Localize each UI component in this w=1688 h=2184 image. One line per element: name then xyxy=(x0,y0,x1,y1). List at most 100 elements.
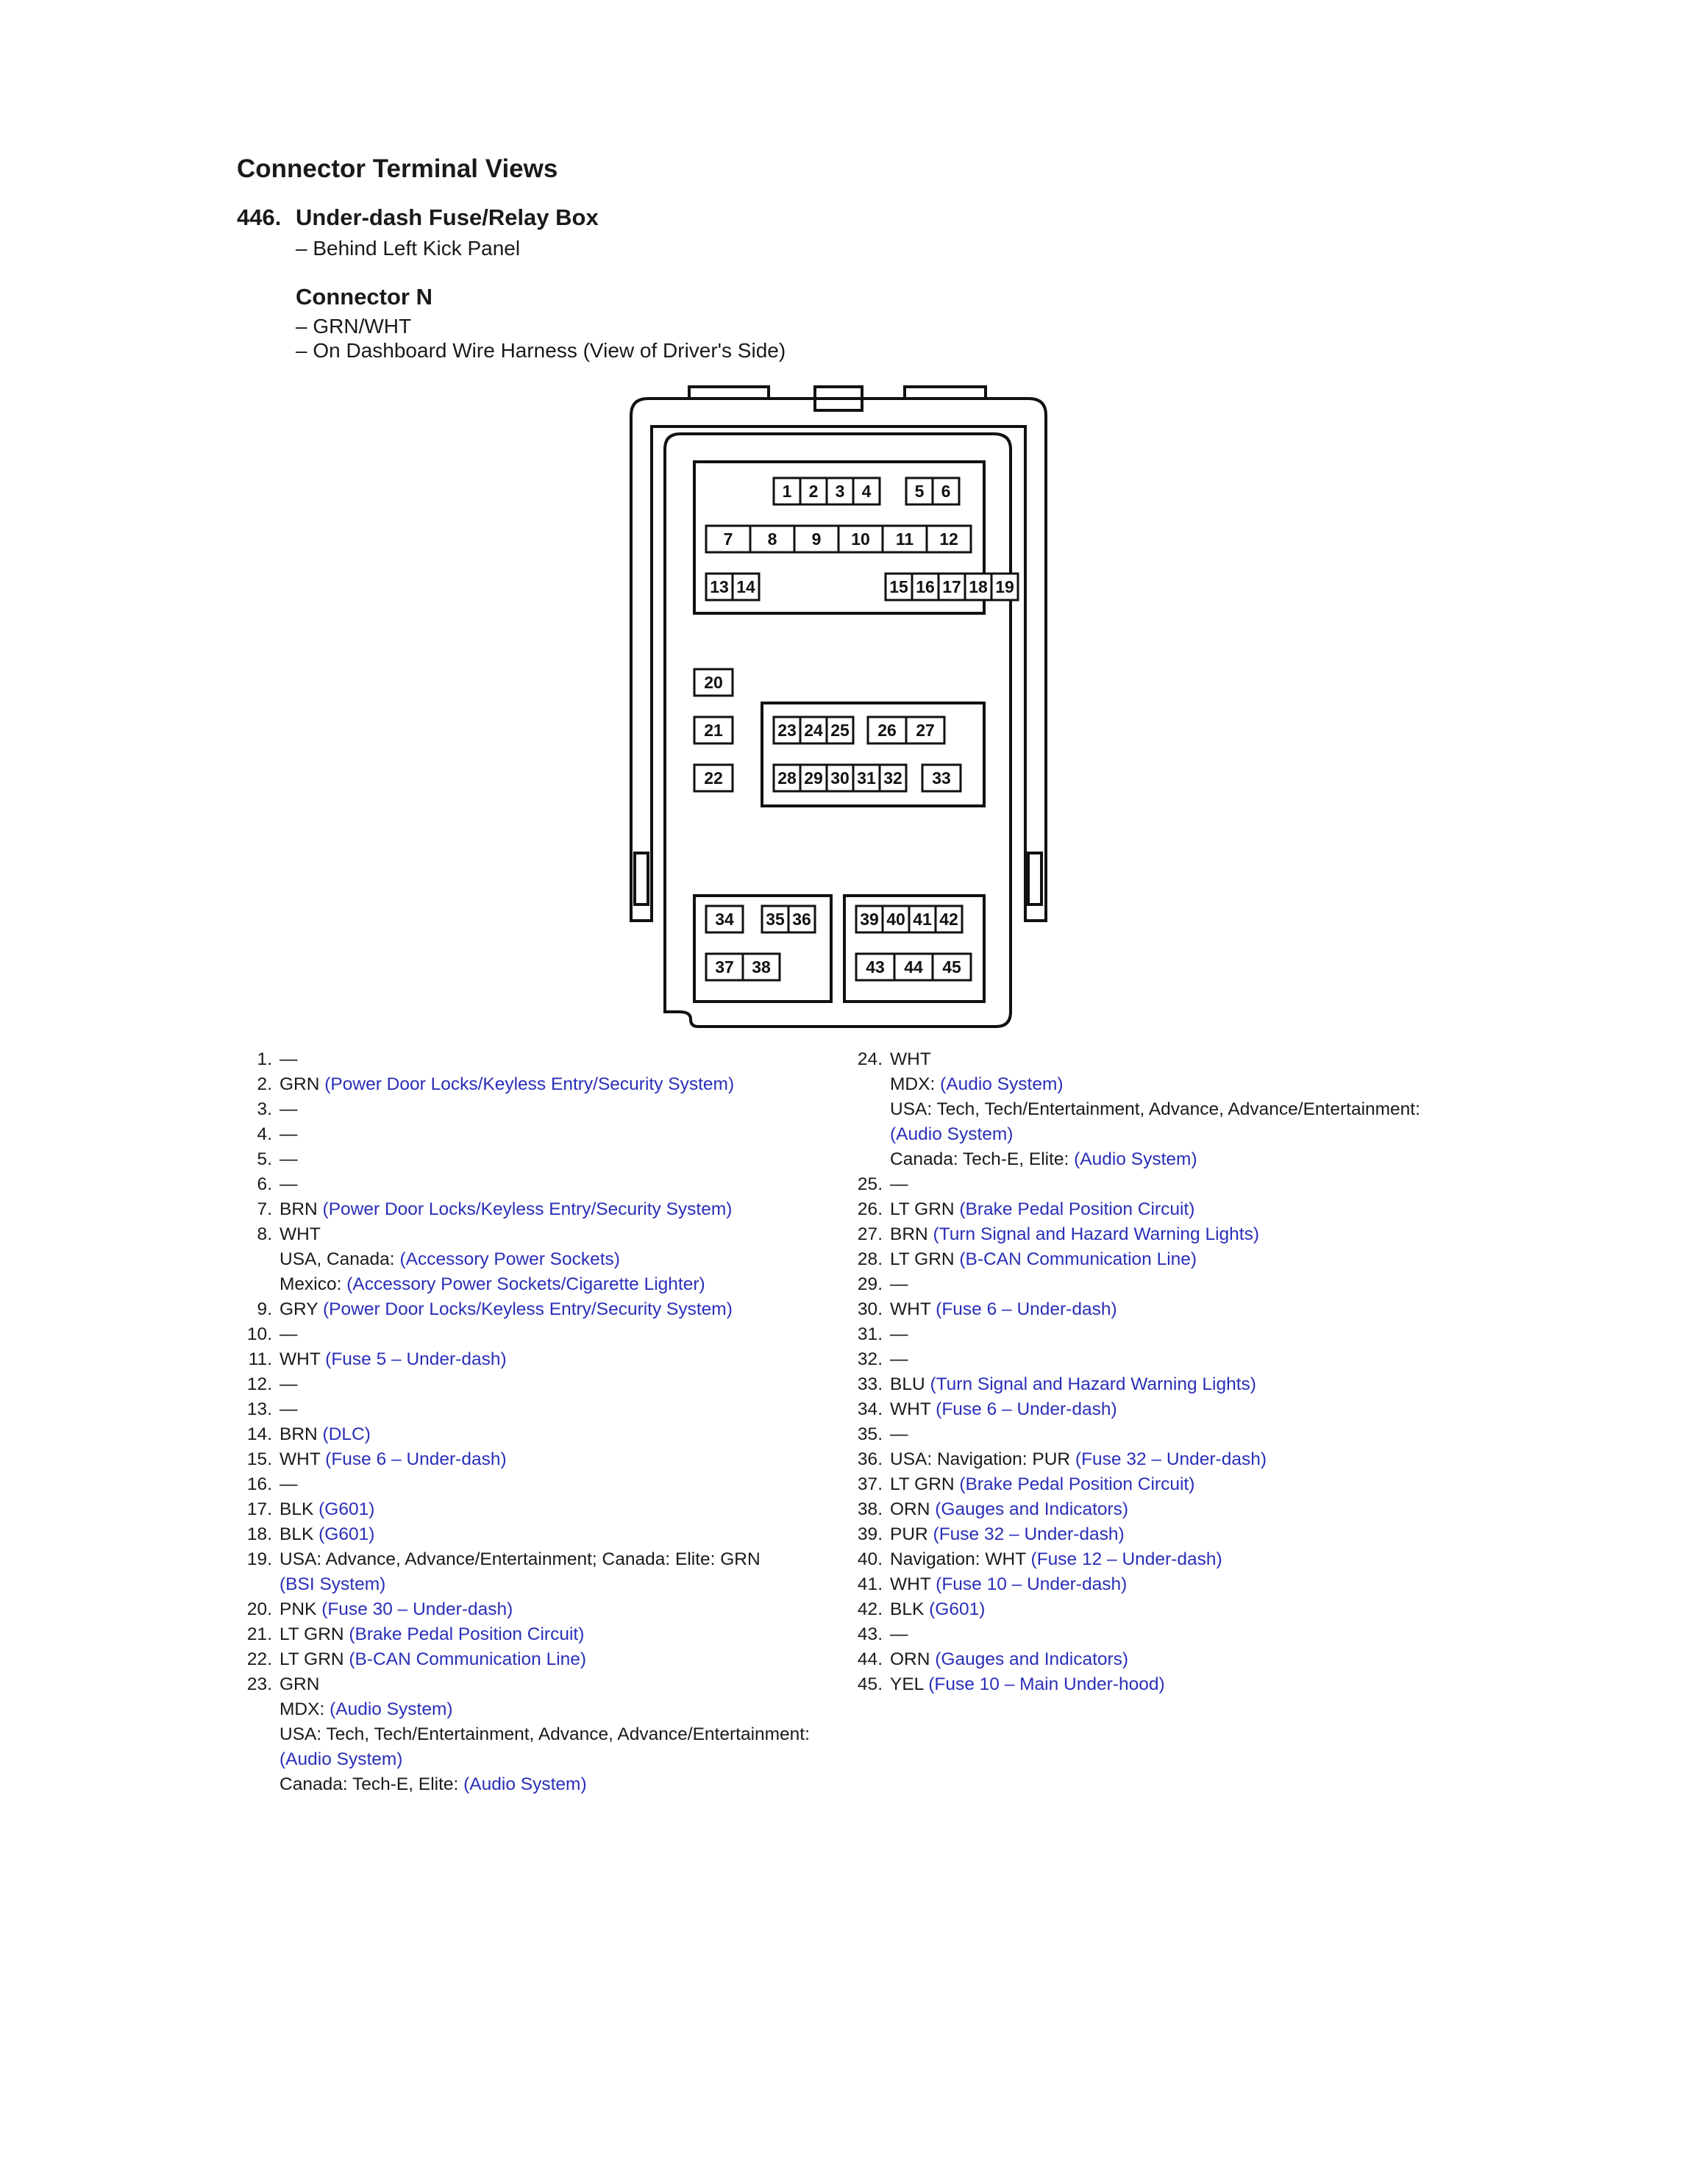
circuit-reference-link[interactable]: (Fuse 10 – Main Under-hood) xyxy=(928,1674,1165,1694)
pin-label-34: 34 xyxy=(715,910,734,929)
wire-info-text: BLK xyxy=(279,1499,319,1519)
terminal-line: — xyxy=(279,1372,831,1397)
circuit-reference-link[interactable]: (Gauges and Indicators) xyxy=(935,1649,1129,1669)
circuit-reference-link[interactable]: (B-CAN Communication Line) xyxy=(959,1249,1197,1269)
circuit-reference-link[interactable]: (Brake Pedal Position Circuit) xyxy=(959,1474,1195,1494)
terminal-entry-21: 21LT GRN (Brake Pedal Position Circuit) xyxy=(243,1622,831,1647)
terminal-number: 45 xyxy=(847,1672,883,1697)
pin-label-9: 9 xyxy=(812,529,822,549)
terminal-entry-11: 11WHT (Fuse 5 – Under-dash) xyxy=(243,1347,831,1372)
terminal-number: 11 xyxy=(237,1347,272,1372)
wire-info-text: MDX: xyxy=(279,1699,330,1719)
terminal-entry-24: 24WHTMDX: (Audio System)USA: Tech, Tech/… xyxy=(853,1047,1456,1172)
circuit-reference-link[interactable]: (Fuse 6 – Under-dash) xyxy=(325,1449,507,1469)
terminal-number: 35 xyxy=(847,1422,883,1447)
terminal-number: 32 xyxy=(847,1347,883,1372)
circuit-reference-link[interactable]: (Audio System) xyxy=(463,1774,587,1794)
cavity-group-bottom-right xyxy=(843,894,986,1003)
terminal-entry-4: 4— xyxy=(243,1122,831,1147)
terminal-line: — xyxy=(279,1472,831,1497)
circuit-reference-link[interactable]: (Brake Pedal Position Circuit) xyxy=(349,1624,585,1644)
circuit-reference-link[interactable]: (Gauges and Indicators) xyxy=(935,1499,1129,1519)
terminal-number: 41 xyxy=(847,1572,883,1597)
terminal-entry-45: 45YEL (Fuse 10 – Main Under-hood) xyxy=(853,1672,1456,1697)
pin-label-27: 27 xyxy=(916,721,935,740)
terminal-entry-39: 39PUR (Fuse 32 – Under-dash) xyxy=(853,1522,1456,1547)
terminal-entry-18: 18BLK (G601) xyxy=(243,1522,831,1547)
terminal-line: — xyxy=(890,1172,1456,1197)
circuit-reference-link[interactable]: (Power Door Locks/Keyless Entry/Security… xyxy=(324,1074,735,1094)
circuit-reference-link[interactable]: (Power Door Locks/Keyless Entry/Security… xyxy=(322,1199,733,1219)
wire-info-text: — xyxy=(279,1049,298,1069)
circuit-reference-link[interactable]: (Audio System) xyxy=(940,1074,1064,1094)
pin-box-25 xyxy=(825,715,855,745)
terminal-number: 33 xyxy=(847,1372,883,1397)
circuit-reference-link[interactable]: (Audio System) xyxy=(1074,1149,1197,1169)
circuit-reference-link[interactable]: (Turn Signal and Hazard Warning Lights) xyxy=(930,1374,1256,1394)
pin-label-43: 43 xyxy=(866,957,885,977)
terminal-number: 37 xyxy=(847,1472,883,1497)
terminal-number: 19 xyxy=(237,1547,272,1572)
terminal-number: 14 xyxy=(237,1422,272,1447)
wire-info-text: WHT xyxy=(890,1399,936,1419)
pin-box-43 xyxy=(855,952,896,982)
circuit-reference-link[interactable]: (Accessory Power Sockets) xyxy=(399,1249,620,1269)
terminal-line: Mexico: (Accessory Power Sockets/Cigaret… xyxy=(279,1272,831,1297)
terminal-entry-9: 9GRY (Power Door Locks/Keyless Entry/Sec… xyxy=(243,1297,831,1322)
pin-label-40: 40 xyxy=(886,910,905,929)
circuit-reference-link[interactable]: (Fuse 12 – Under-dash) xyxy=(1030,1549,1222,1569)
circuit-reference-link[interactable]: (DLC) xyxy=(322,1424,371,1444)
circuit-reference-link[interactable]: (G601) xyxy=(318,1499,375,1519)
circuit-reference-link[interactable]: (BSI System) xyxy=(279,1574,386,1594)
housing-tab-right xyxy=(903,385,987,399)
pin-label-25: 25 xyxy=(830,721,850,740)
housing-inner-body xyxy=(663,432,1012,1028)
terminal-number: 12 xyxy=(237,1372,272,1397)
pin-box-28 xyxy=(772,763,802,793)
pin-box-44 xyxy=(893,952,934,982)
circuit-reference-link[interactable]: (Fuse 10 – Under-dash) xyxy=(936,1574,1128,1594)
circuit-reference-link[interactable]: (Audio System) xyxy=(890,1124,1014,1144)
terminal-line: BLU (Turn Signal and Hazard Warning Ligh… xyxy=(890,1372,1456,1397)
terminal-number: 1 xyxy=(237,1047,272,1072)
terminal-entry-6: 6— xyxy=(243,1172,831,1197)
circuit-reference-link[interactable]: (Fuse 32 – Under-dash) xyxy=(1075,1449,1267,1469)
circuit-reference-link[interactable]: (G601) xyxy=(318,1524,375,1544)
circuit-reference-link[interactable]: (Fuse 6 – Under-dash) xyxy=(936,1299,1117,1319)
pin-box-37 xyxy=(705,952,744,982)
circuit-reference-link[interactable]: (B-CAN Communication Line) xyxy=(349,1649,587,1669)
circuit-reference-link[interactable]: (Fuse 30 – Under-dash) xyxy=(321,1599,513,1619)
terminal-entry-28: 28LT GRN (B-CAN Communication Line) xyxy=(853,1247,1456,1272)
circuit-reference-link[interactable]: (Power Door Locks/Keyless Entry/Security… xyxy=(323,1299,733,1319)
terminal-number: 36 xyxy=(847,1447,883,1472)
pin-label-37: 37 xyxy=(715,957,734,977)
terminal-number: 44 xyxy=(847,1647,883,1672)
circuit-reference-link[interactable]: (Brake Pedal Position Circuit) xyxy=(959,1199,1195,1219)
circuit-reference-link[interactable]: (Fuse 5 – Under-dash) xyxy=(325,1349,507,1369)
pin-label-26: 26 xyxy=(877,721,897,740)
circuit-reference-link[interactable]: (Fuse 6 – Under-dash) xyxy=(936,1399,1117,1419)
terminal-line: ORN (Gauges and Indicators) xyxy=(890,1647,1456,1672)
circuit-reference-link[interactable]: (Fuse 32 – Under-dash) xyxy=(933,1524,1125,1544)
terminal-line: WHT (Fuse 6 – Under-dash) xyxy=(890,1297,1456,1322)
wire-info-text: WHT xyxy=(890,1049,931,1069)
circuit-reference-link[interactable]: (Audio System) xyxy=(330,1699,453,1719)
terminal-entry-12: 12— xyxy=(243,1372,831,1397)
pin-label-2: 2 xyxy=(809,482,819,501)
terminal-entry-5: 5— xyxy=(243,1147,831,1172)
terminal-entry-41: 41WHT (Fuse 10 – Under-dash) xyxy=(853,1572,1456,1597)
circuit-reference-link[interactable]: (G601) xyxy=(929,1599,986,1619)
wire-info-text: — xyxy=(279,1474,298,1494)
terminal-line: Navigation: WHT (Fuse 12 – Under-dash) xyxy=(890,1547,1456,1572)
housing-tab-left xyxy=(688,385,770,399)
terminal-line: LT GRN (B-CAN Communication Line) xyxy=(279,1647,831,1672)
terminal-entry-7: 7BRN (Power Door Locks/Keyless Entry/Sec… xyxy=(243,1197,831,1222)
terminal-number: 2 xyxy=(237,1072,272,1097)
pin-box-34 xyxy=(705,904,744,934)
wire-info-text: — xyxy=(890,1424,908,1444)
circuit-reference-link[interactable]: (Accessory Power Sockets/Cigarette Light… xyxy=(346,1274,705,1294)
circuit-reference-link[interactable]: (Audio System) xyxy=(279,1749,403,1769)
circuit-reference-link[interactable]: (Turn Signal and Hazard Warning Lights) xyxy=(933,1224,1260,1244)
terminal-number: 28 xyxy=(847,1247,883,1272)
